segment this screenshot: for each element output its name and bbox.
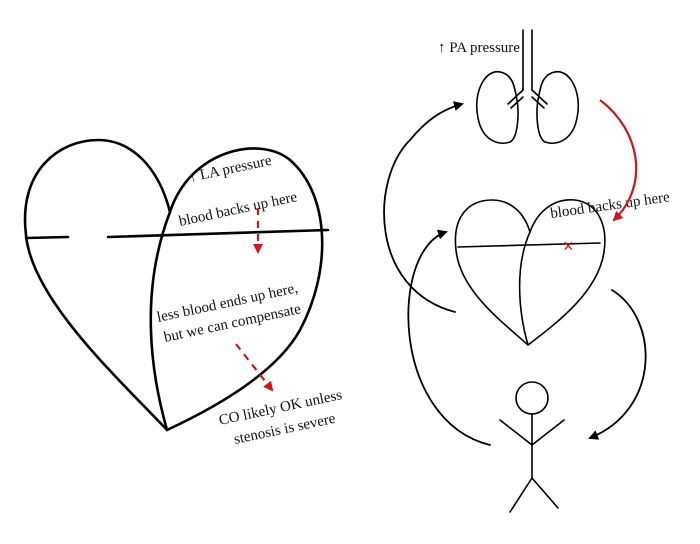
arrow-lungs-to-heart	[599, 99, 638, 222]
arrow-heart-to-body	[588, 289, 647, 440]
small-heart-icon: ×	[454, 199, 606, 346]
left-heart-septum	[149, 210, 172, 432]
blood-backs-up-label-right: blood backs up here	[549, 189, 671, 222]
red-dashed-arrow-lower	[235, 343, 274, 392]
pa-pressure-label: ↑ PA pressure	[438, 40, 520, 56]
left-heart-valve-line-left	[24, 235, 70, 240]
la-pressure-label: ↑ LA pressure	[188, 153, 274, 186]
left-heart-outline	[23, 138, 324, 432]
left-heart-valve-line-right	[106, 228, 330, 239]
left-heart-gap-mask	[93, 365, 106, 379]
stenosis-marker: ×	[563, 236, 574, 256]
arrow-heart-to-lungs	[383, 101, 464, 313]
person-icon	[499, 381, 565, 513]
left-heart: ↑ LA pressure blood backs up here less b…	[23, 138, 344, 448]
blood-backs-up-label: blood backs up here	[178, 189, 299, 230]
arrow-body-to-heart	[407, 229, 491, 446]
right-diagram: ↑ PA pressure × blood backs up here	[383, 29, 671, 513]
lungs-icon	[476, 29, 579, 144]
